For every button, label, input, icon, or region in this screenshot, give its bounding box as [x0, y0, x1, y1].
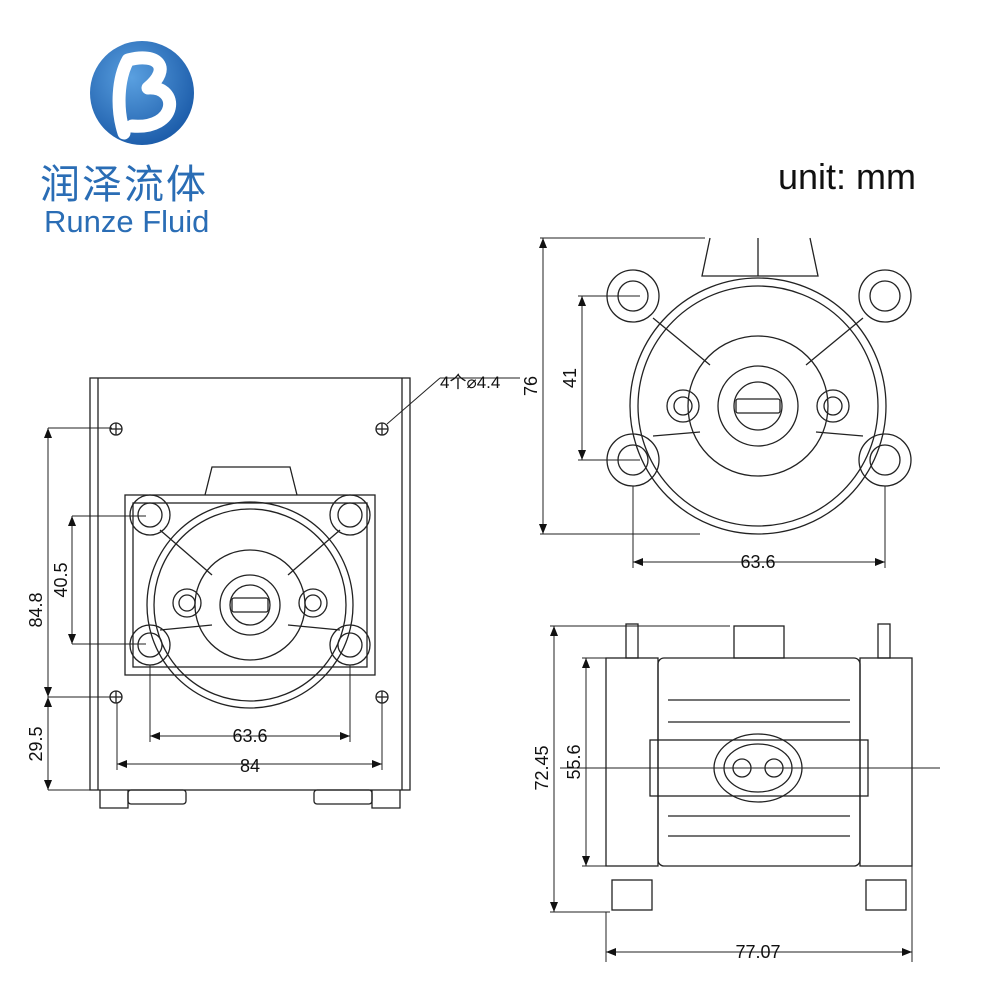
dim-40-5: 40.5: [51, 562, 71, 597]
runze-logo: [90, 41, 194, 145]
mounting-holes: [109, 422, 389, 704]
front-housing: [89, 377, 411, 791]
front-view: [44, 377, 520, 809]
dim-72-45: 72.45: [532, 745, 552, 790]
brand-name-english: Runze Fluid: [44, 204, 210, 239]
bottom-view: [550, 623, 940, 962]
brand-name-chinese: 润泽流体: [40, 162, 208, 208]
dim-55-6: 55.6: [564, 744, 584, 779]
dim-front-63-6: 63.6: [232, 726, 267, 746]
dim-hole-note: 4个⌀4.4: [440, 373, 500, 392]
dim-77-07: 77.07: [735, 942, 780, 962]
dim-29-5: 29.5: [26, 726, 46, 761]
dim-41: 41: [560, 368, 580, 388]
dim-84-8: 84.8: [26, 592, 46, 627]
pump-head-view: [539, 237, 912, 568]
front-pump-head: [124, 466, 376, 709]
dim-84: 84: [240, 756, 260, 776]
dim-76: 76: [521, 376, 541, 396]
unit-label: unit: mm: [778, 156, 917, 197]
dim-head-63-6: 63.6: [740, 552, 775, 572]
